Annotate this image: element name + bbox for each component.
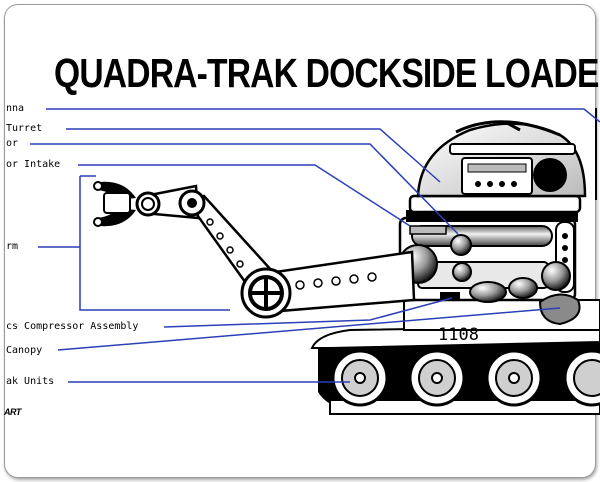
label-reactor: or <box>6 138 19 149</box>
gripper-claw <box>93 181 136 227</box>
leader-lines <box>30 108 600 383</box>
tread-assembly <box>310 324 600 415</box>
label-canopy: Canopy <box>6 345 43 356</box>
viewport-lens <box>533 158 567 192</box>
road-wheel <box>485 349 543 407</box>
page-title: QUADRA-TRAK DOCKSIDE LOADER <box>54 50 600 96</box>
unit-number: 1108 <box>438 325 479 345</box>
leader-reactor <box>30 143 459 235</box>
credit-mark: ART <box>4 407 21 417</box>
road-wheel <box>331 349 389 407</box>
leader-canopy <box>57 307 561 351</box>
label-intake: or Intake <box>6 159 61 170</box>
leader-intake <box>78 164 411 227</box>
intake-grille <box>409 225 447 235</box>
label-antenna: nna <box>6 103 25 114</box>
reactor-sphere <box>450 234 472 256</box>
label-trak-units: ak Units <box>6 376 55 387</box>
leader-turret <box>66 128 441 183</box>
road-wheel <box>408 349 466 407</box>
leader-antenna <box>46 108 600 123</box>
label-turret: Turret <box>6 123 43 134</box>
road-wheel <box>563 349 600 407</box>
leader-compressor <box>163 297 453 328</box>
manipulator-arm <box>93 181 416 319</box>
label-compressor: cs Compressor Assembly <box>6 321 139 332</box>
turret <box>398 108 597 326</box>
leader-arm <box>38 175 230 311</box>
canopy-shell <box>538 293 581 326</box>
label-arm: rm <box>6 241 19 252</box>
